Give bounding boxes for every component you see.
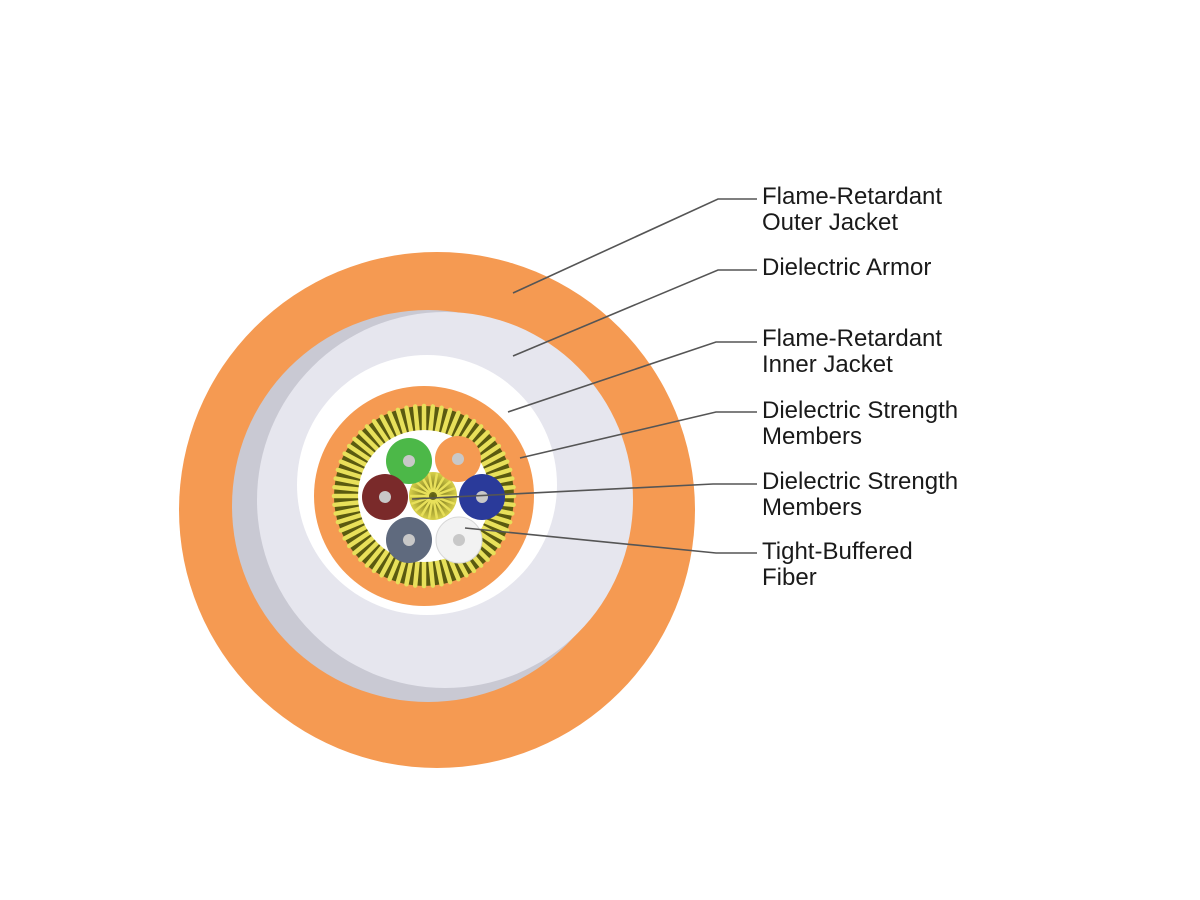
yarn-strand — [484, 467, 513, 480]
yarn-strand — [379, 551, 396, 578]
label-dielectric-armor: Dielectric Armor — [762, 254, 931, 281]
central-yarn-strand — [436, 486, 456, 496]
leader-outer-jacket — [512, 198, 757, 294]
yarn-strand — [404, 558, 414, 587]
yarn-strand — [452, 414, 469, 441]
yarn-strand — [434, 405, 444, 434]
leader-strength-members-outer — [519, 411, 757, 459]
fiber-white — [435, 516, 483, 564]
label-strength-members-central: Dielectric Strength Members — [762, 468, 965, 521]
yarn-strand — [371, 418, 390, 444]
yarn-strand — [387, 410, 401, 438]
central-yarn-strand — [420, 498, 433, 517]
central-yarn-strand — [433, 475, 446, 494]
yarn-strand — [352, 535, 376, 556]
yarn-strand — [395, 407, 408, 436]
yarn-strand — [346, 443, 372, 462]
yarn-strand — [379, 414, 396, 441]
central-yarn-strand — [436, 496, 456, 506]
yarn-strand — [333, 476, 362, 486]
yarn-strand — [358, 430, 380, 452]
yarn-strand — [338, 459, 366, 473]
cable-cross-section — [179, 252, 695, 768]
yarn-strand — [428, 559, 436, 588]
central-strength-strands — [410, 473, 456, 519]
central-yarn-strand — [427, 499, 434, 519]
yarn-strand — [404, 405, 414, 434]
yarn-strand — [482, 459, 510, 473]
yarn-strand — [395, 556, 408, 585]
yarn-strand — [342, 524, 369, 541]
yarn-strand — [332, 484, 361, 492]
yarn-strand — [434, 558, 444, 587]
central-yarn-strand — [432, 499, 439, 519]
yarn-strand — [412, 559, 420, 588]
yarn-strand — [412, 404, 420, 433]
yarn-strand — [335, 467, 364, 480]
yarn-strand — [371, 548, 390, 574]
yarn-strand — [476, 530, 502, 549]
central-yarn-strand — [432, 473, 439, 493]
fiber-blue — [459, 474, 505, 520]
yarn-strand — [479, 451, 506, 468]
yarn-strand — [358, 540, 380, 562]
central-yarn-strand — [427, 473, 434, 493]
tight-buffered-fibers — [362, 436, 505, 564]
leader-inner-jacket — [507, 341, 757, 413]
label-tight-buffered-fiber: Tight-Buffered Fiber — [762, 538, 919, 591]
central-yarn-strand — [433, 498, 446, 517]
central-yarn-strand — [435, 480, 452, 495]
yarn-strand — [479, 524, 506, 541]
label-outer-jacket: Flame-Retardant Outer Jacket — [762, 183, 949, 236]
yarn-strand — [332, 500, 361, 508]
yarn-strand — [482, 519, 510, 533]
yarn-strand — [440, 556, 453, 585]
fiber-orange — [435, 436, 481, 482]
yarn-strand — [440, 407, 453, 436]
yarn-strand — [364, 544, 385, 568]
yarn-strand — [338, 519, 366, 533]
yarn-strand — [447, 410, 461, 438]
yarn-strand — [342, 451, 369, 468]
leader-tight-buffered-fiber — [464, 527, 757, 554]
leader-lines — [411, 198, 757, 554]
yarn-strand — [352, 436, 376, 457]
label-inner-jacket: Flame-Retardant Inner Jacket — [762, 325, 949, 378]
central-yarn-strand — [414, 497, 431, 512]
central-yarn-strand — [410, 486, 430, 496]
central-yarn-strand — [435, 497, 452, 512]
yarn-strand — [364, 424, 385, 448]
fiber-brown — [362, 474, 408, 520]
yarn-strand — [428, 404, 436, 433]
fiber-slate — [386, 517, 432, 563]
fiber-green — [386, 438, 432, 484]
yarn-strand — [387, 554, 401, 582]
component-labels: Flame-Retardant Outer Jacket Dielectric … — [762, 183, 965, 591]
label-strength-members-outer: Dielectric Strength Members — [762, 397, 965, 450]
yarn-strand — [476, 443, 502, 462]
central-strength-member — [409, 472, 457, 520]
yarn-strand — [346, 530, 372, 549]
yarn-strand — [333, 506, 362, 516]
yarn-strand — [335, 512, 364, 525]
central-yarn-strand — [414, 480, 431, 495]
leader-dielectric-armor — [512, 269, 757, 357]
leader-strength-members-central — [411, 483, 757, 500]
